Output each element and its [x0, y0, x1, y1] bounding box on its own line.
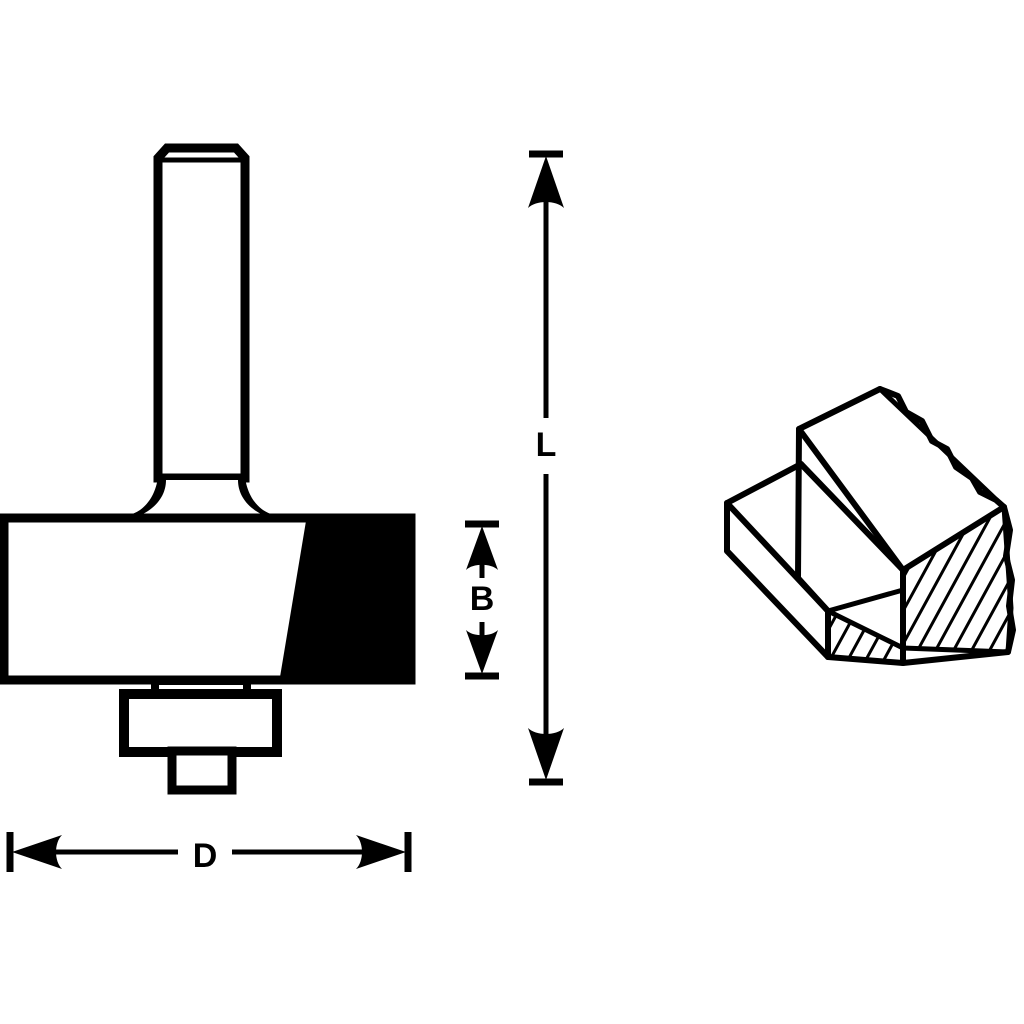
- dimension-D: D: [6, 832, 412, 875]
- freehand-break-line-right: [1001, 504, 1016, 655]
- dim-D-arrowhead-left: [12, 835, 62, 869]
- edge-step-top-left: [796, 386, 883, 432]
- dim-D-label: D: [193, 837, 218, 875]
- dim-B-label: B: [470, 580, 495, 618]
- dim-B-arrowhead-top: [466, 526, 498, 570]
- dim-L-arrowhead-top: [528, 156, 564, 208]
- dim-D-arrowhead-right: [356, 835, 406, 869]
- dim-L-arrowhead-bottom: [528, 728, 564, 780]
- edge-step-top-right: [900, 504, 1007, 573]
- edge-step-inner-corner: [795, 575, 831, 614]
- workpiece-edge-overlays: [724, 386, 1011, 666]
- edge-section-bottom: [900, 649, 1011, 666]
- dim-L-label: L: [536, 426, 557, 464]
- edge-step-left-vertical: [795, 426, 802, 581]
- shank-to-body-fillet-inner: [118, 480, 286, 521]
- shank-outline: [153, 143, 250, 483]
- carbide-cutting-edge: [280, 521, 408, 677]
- dimension-B: B: [465, 520, 499, 680]
- freehand-break-line: [877, 386, 1007, 510]
- edge-ledge-top-right: [798, 461, 906, 573]
- bearing-screw: [167, 746, 237, 795]
- edge-ledge-top-left: [724, 461, 804, 506]
- edge-ledge-bottom: [724, 548, 831, 660]
- router-bit-side-view: [0, 143, 416, 795]
- dimension-L: L: [528, 150, 564, 786]
- guide-bearing: [119, 689, 282, 757]
- edge-ledge-bottom-front: [825, 654, 906, 666]
- dim-B-arrowhead-bottom: [466, 630, 498, 674]
- edge-step-riser-diagonal: [796, 426, 906, 573]
